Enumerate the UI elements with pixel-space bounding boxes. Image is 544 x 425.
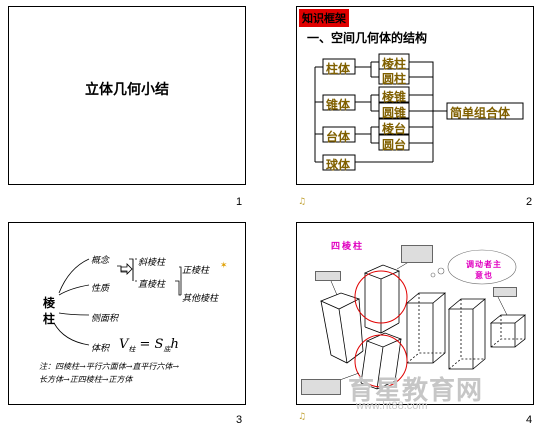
slide-number-4: 4: [526, 414, 533, 425]
highlight-circle-top: [354, 270, 408, 324]
node-zhuiti: 锥体: [326, 98, 351, 112]
slanted-prism: [360, 332, 403, 390]
sub-regular-prism: 正棱柱: [182, 266, 210, 276]
node-lengzhui: 棱锥: [382, 90, 407, 104]
thought-bubble: [447, 249, 517, 285]
section-tag: 知识框架: [299, 9, 349, 27]
highlight-circle-bottom: [354, 334, 408, 388]
watermark-url: www.ht88.com: [356, 400, 428, 412]
slide-title: 立体几何小结: [85, 82, 169, 98]
node-yuanzhu: 圆柱: [382, 72, 407, 86]
node-qiuti: 球体: [326, 158, 351, 172]
slide-1[interactable]: 立体几何小结: [8, 6, 246, 185]
star-icon: ✶: [220, 261, 228, 271]
sound-icon: ♫: [298, 412, 307, 422]
bubble-text: 调动者主意也: [466, 260, 502, 280]
bracket-zhui: [355, 94, 379, 112]
structure-diagram: [314, 53, 524, 171]
left-bracket: [314, 66, 323, 163]
note-line-2: 长方体→正四棱柱→正方体: [39, 375, 133, 384]
arrow-icon: [120, 263, 133, 275]
slide-heading: 一、空间几何体的结构: [307, 31, 428, 45]
oblique-prism: [319, 292, 364, 364]
branch-property: 性质: [91, 284, 110, 294]
sub-right-prism: 直棱柱: [138, 280, 166, 290]
prism-illustrations: [319, 249, 527, 390]
volume-formula: V柱 = S底h: [119, 337, 179, 354]
slide-number-3: 3: [236, 414, 243, 425]
slide-3[interactable]: 棱柱 概念 性质 侧面积 体积 斜棱柱 直棱柱 正棱柱 ✶ 其他棱柱 V柱 = …: [8, 222, 246, 405]
node-lengtai: 棱台: [382, 122, 407, 136]
branch-lateral-area: 侧面积: [91, 314, 119, 324]
callout-label: [301, 379, 341, 395]
bracket-tai: [355, 126, 379, 144]
node-taiti: 台体: [326, 130, 351, 144]
callout-label: [401, 245, 433, 263]
sound-icon: ♫: [298, 197, 307, 207]
bracket-zhu: [355, 61, 379, 78]
mindmap-lines: [53, 258, 182, 346]
sub-oblique-prism: 斜棱柱: [138, 258, 166, 268]
slide-4[interactable]: 四棱柱: [296, 222, 534, 405]
cuboid-1: [405, 292, 447, 364]
right-bracket: [355, 61, 434, 163]
branch-concept: 概念: [91, 256, 110, 266]
slide-number-2: 2: [526, 196, 533, 208]
cube: [489, 314, 527, 348]
callout-label: [315, 271, 341, 281]
watermark: 育星教育网: [348, 376, 484, 406]
node-yuanzhui: 圆锥: [382, 106, 407, 120]
cuboid-2: [447, 298, 487, 370]
branch-volume: 体积: [91, 344, 110, 354]
slide-title: 四棱柱: [331, 242, 365, 252]
node-combo: 简单组合体: [450, 106, 511, 120]
node-yuantai: 圆台: [382, 138, 407, 152]
callout-label: [493, 287, 517, 297]
note-line-1: 注：四棱柱→平行六面体→直平行六体→: [39, 362, 180, 371]
right-prism: [363, 264, 401, 334]
node-zhuti: 柱体: [326, 62, 351, 76]
slide-number-1: 1: [236, 196, 243, 208]
slide-2[interactable]: 知识框架 一、空间几何体的结构 柱体 锥体 台体 球体 棱柱 圆柱 棱锥: [296, 6, 534, 185]
root-node: 棱柱: [43, 296, 56, 326]
node-lengzhu: 棱柱: [382, 57, 407, 71]
sub-other-prism: 其他棱柱: [182, 294, 219, 304]
